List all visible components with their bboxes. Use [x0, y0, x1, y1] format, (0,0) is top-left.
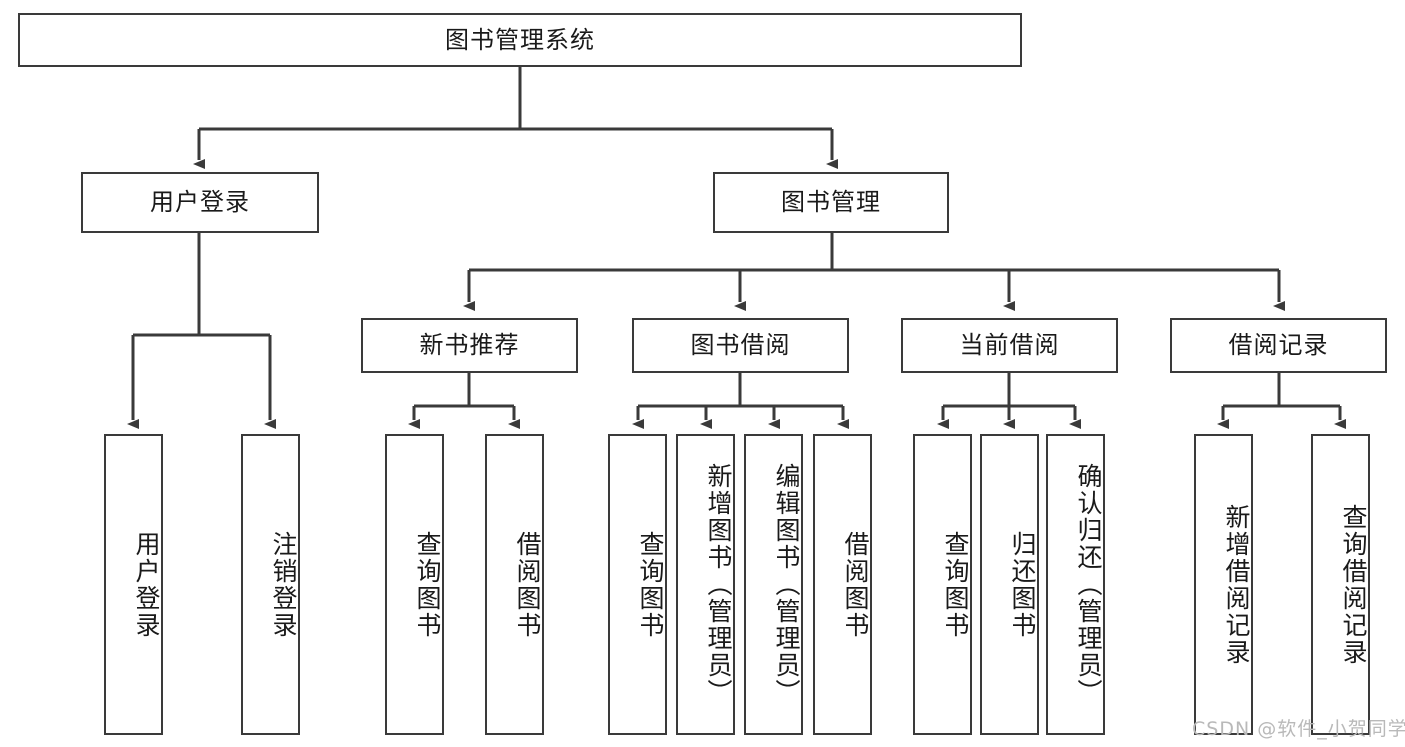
node-label: 新增图书（管理员）	[704, 463, 733, 706]
node-label: 图书管理	[781, 188, 881, 217]
node-label: 当前借阅	[959, 331, 1060, 360]
leaf-user-login-logout[interactable]: 注销登录	[241, 434, 300, 735]
leaf-current-borrow-return-book[interactable]: 归还图书	[980, 434, 1039, 735]
node-borrow-records[interactable]: 借阅记录	[1170, 318, 1387, 373]
node-label: 借阅图书	[513, 530, 542, 639]
csdn-watermark: CSDN @软件_小贺同学	[1192, 718, 1405, 740]
leaf-borrow-records-query-record[interactable]: 查询借阅记录	[1311, 434, 1370, 735]
node-user-login[interactable]: 用户登录	[81, 172, 319, 233]
leaf-new-book-query-book[interactable]: 查询图书	[385, 434, 444, 735]
leaf-book-borrow-add-book-admin[interactable]: 新增图书（管理员）	[676, 434, 735, 735]
leaf-user-login-login[interactable]: 用户登录	[104, 434, 163, 735]
node-label: 用户登录	[150, 188, 250, 217]
node-book-borrow[interactable]: 图书借阅	[632, 318, 849, 373]
node-label: 查询借阅记录	[1339, 503, 1368, 666]
node-root-book-management-system[interactable]: 图书管理系统	[18, 13, 1022, 67]
node-label: 查询图书	[413, 530, 442, 639]
node-label: 注销登录	[269, 530, 298, 639]
leaf-current-borrow-confirm-return-admin[interactable]: 确认归还（管理员）	[1046, 434, 1105, 735]
node-label: 新书推荐	[419, 331, 520, 360]
node-label: 确认归还（管理员）	[1074, 463, 1103, 706]
leaf-borrow-records-add-record[interactable]: 新增借阅记录	[1194, 434, 1253, 735]
leaf-current-borrow-query-book[interactable]: 查询图书	[913, 434, 972, 735]
node-label: 借阅记录	[1228, 331, 1329, 360]
node-label: 图书管理系统	[445, 25, 595, 54]
leaf-book-borrow-edit-book-admin[interactable]: 编辑图书（管理员）	[744, 434, 803, 735]
node-label: 查询图书	[636, 530, 665, 639]
node-label: 归还图书	[1008, 530, 1037, 639]
node-label: 借阅图书	[841, 530, 870, 639]
node-current-borrow[interactable]: 当前借阅	[901, 318, 1118, 373]
leaf-new-book-borrow-book[interactable]: 借阅图书	[485, 434, 544, 735]
node-label: 图书借阅	[690, 331, 791, 360]
node-new-book-recommend[interactable]: 新书推荐	[361, 318, 578, 373]
node-book-management[interactable]: 图书管理	[713, 172, 949, 233]
node-label: 新增借阅记录	[1222, 503, 1251, 666]
node-label: 查询图书	[941, 530, 970, 639]
leaf-book-borrow-query-book[interactable]: 查询图书	[608, 434, 667, 735]
node-label: 用户登录	[132, 530, 161, 639]
leaf-book-borrow-borrow-book[interactable]: 借阅图书	[813, 434, 872, 735]
node-label: 编辑图书（管理员）	[772, 463, 801, 706]
